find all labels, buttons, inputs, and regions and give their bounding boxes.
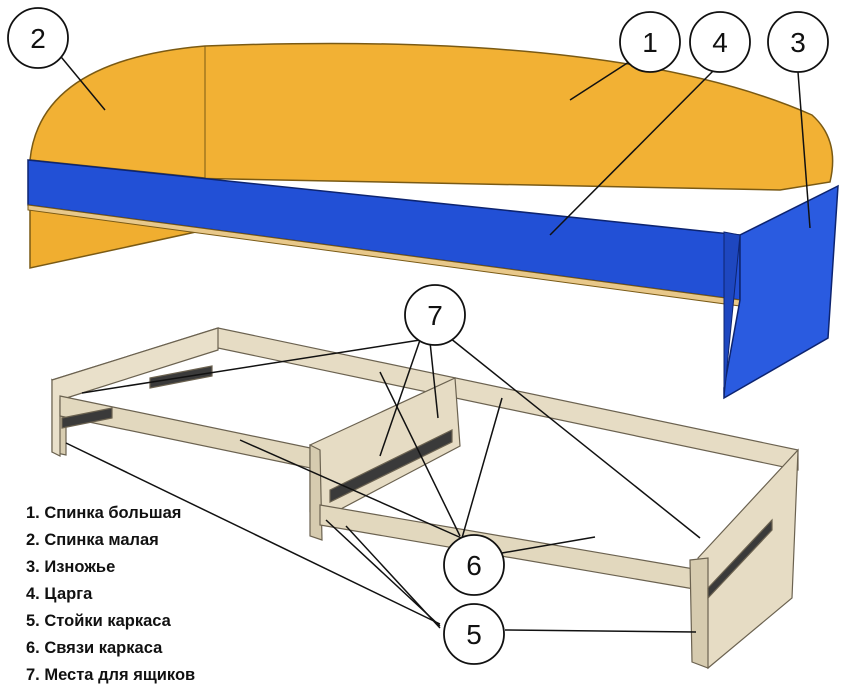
frame-front-board-right <box>319 504 701 591</box>
frame-right-end <box>697 448 799 670</box>
callout-3: 3 <box>767 11 829 73</box>
callout-4: 4 <box>689 11 751 73</box>
legend-item: 4. Царга <box>26 585 93 603</box>
frame-middle-post <box>309 444 323 541</box>
parts-legend: 1. Спинка большая 2. Спинка малая 3. Изн… <box>26 500 195 689</box>
callout-label: 1 <box>642 27 658 58</box>
callout-5: 5 <box>443 603 505 665</box>
drawer-slide <box>707 518 773 600</box>
bed-panels <box>27 42 839 400</box>
callout-label: 7 <box>427 300 443 331</box>
callout-label: 3 <box>790 27 806 58</box>
legend-item: 3. Изножье <box>26 558 116 576</box>
callout-6: 6 <box>443 534 505 596</box>
legend-item: 1. Спинка большая <box>26 504 182 522</box>
legend-item: 5. Стойки каркаса <box>26 612 171 630</box>
callout-label: 2 <box>30 23 46 54</box>
callout-label: 4 <box>712 27 728 58</box>
leader-lines <box>56 51 811 633</box>
frame-right-end-post <box>689 557 709 669</box>
legend-item: 2. Спинка малая <box>26 531 159 549</box>
drawer-slide <box>61 407 113 429</box>
callout-2: 2 <box>7 7 69 69</box>
bed-frame <box>50 327 799 670</box>
callout-label: 6 <box>466 550 482 581</box>
panel-footboard <box>723 184 839 400</box>
callout-7: 7 <box>404 284 466 346</box>
drawer-slide <box>329 429 453 503</box>
panel-footboard-front <box>723 231 741 399</box>
legend-item: 6. Связи каркаса <box>26 639 163 657</box>
callout-label: 5 <box>466 619 482 650</box>
legend-item: 7. Места для ящиков <box>26 666 196 684</box>
callout-1: 1 <box>619 11 681 73</box>
